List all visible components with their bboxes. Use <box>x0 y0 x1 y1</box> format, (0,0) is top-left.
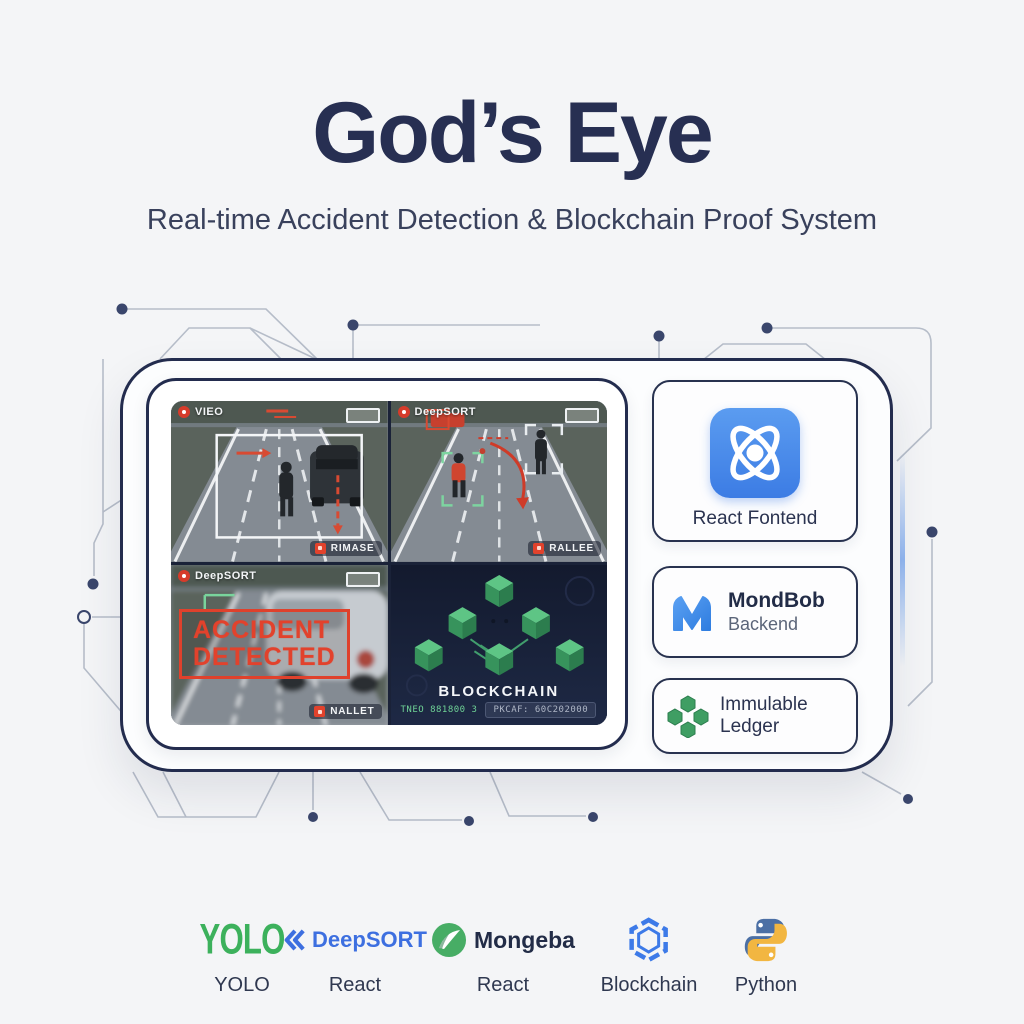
backend-subtitle: Backend <box>728 614 799 635</box>
green-cube <box>484 642 513 675</box>
tech-caption: React <box>476 974 530 996</box>
detection-zone-box <box>215 433 363 539</box>
camera-badge-icon <box>314 542 326 554</box>
feed-header: VIEO <box>178 406 223 418</box>
battery-icon <box>565 408 599 423</box>
green-cube <box>555 638 584 671</box>
feed-header: DeepSORT <box>397 406 476 418</box>
hexagon-cluster-icon <box>667 695 709 738</box>
tech-caption: Blockchain <box>600 974 698 996</box>
proof-hash-label: PKCAF: 60C202000 <box>485 702 597 718</box>
feed-label: DeepSORT <box>195 569 257 582</box>
record-dot-icon <box>397 406 410 418</box>
video-feed-top-right[interactable]: DeepSORT RALLEE <box>390 401 607 562</box>
ledger-card-label: Immulable Ledger <box>720 694 808 737</box>
tech-item-blockchain: Blockchain <box>600 916 698 997</box>
feed-badge: RALLEE <box>528 540 601 556</box>
red-tracking-marks <box>236 409 343 535</box>
blockchain-panel[interactable]: BLOCKCHAIN TNEO 881800 3 PKCAF: 60C20200… <box>390 564 607 725</box>
tech-caption: React <box>328 974 382 996</box>
backend-title: MondBob <box>728 589 825 613</box>
mongeba-leaf-icon <box>432 923 467 957</box>
blockchain-footer: TNEO 881800 3 PKCAF: 60C202000 <box>401 702 600 718</box>
card-immutable-ledger[interactable]: Immulable Ledger <box>652 678 858 754</box>
pedestrian-dark <box>534 429 547 475</box>
card-backend[interactable]: MondBob Backend <box>652 566 858 658</box>
tech-caption: Python <box>734 974 798 996</box>
battery-icon <box>345 408 380 423</box>
react-atom-icon <box>710 408 800 498</box>
feed-badge: NALLET <box>309 704 382 719</box>
react-card-label: React Fontend <box>692 508 818 529</box>
yolo-logo: YOLO <box>199 915 285 963</box>
tech-item-mongeba: Mongeba React <box>431 916 575 997</box>
blockchain-title: BLOCKCHAIN <box>438 682 560 700</box>
battery-icon <box>345 571 380 587</box>
record-dot-icon <box>178 569 190 582</box>
backend-card-text: MondBob Backend <box>728 588 825 636</box>
mongeba-logo: Mongeba <box>474 926 575 953</box>
page-subtitle: Real-time Accident Detection & Blockchai… <box>146 204 878 236</box>
red-trajectory <box>477 437 529 510</box>
white-corner-brackets <box>524 423 563 475</box>
deepsort-icon <box>284 929 305 951</box>
camera-badge-icon <box>533 542 545 554</box>
video-feed-top-left[interactable]: VIEO RIMASE <box>171 401 388 562</box>
feed-label: VIEO <box>195 406 224 418</box>
pedestrian-silhouette <box>279 461 294 517</box>
camera-badge-icon <box>314 706 326 717</box>
mondbob-m-icon <box>673 596 711 631</box>
record-dot-icon <box>178 406 190 418</box>
green-cube <box>448 606 476 639</box>
video-grid: VIEO RIMASE <box>171 401 607 725</box>
accident-alert-line2: DETECTED <box>193 642 336 671</box>
road-scene <box>171 401 388 562</box>
feed-header: DeepSORT <box>178 569 257 582</box>
tech-item-python: Python <box>735 916 797 997</box>
accident-alert: ACCIDENT DETECTED <box>179 608 350 679</box>
deepsort-logo: DeepSORT <box>312 927 427 952</box>
card-react-frontend[interactable]: React Fontend <box>652 380 858 542</box>
red-truck <box>425 409 464 431</box>
feed-badge-label: RALLEE <box>549 542 594 554</box>
road-scene <box>390 401 607 562</box>
pedestrian-red <box>451 453 465 498</box>
crashed-van <box>266 590 388 693</box>
green-cube <box>484 574 513 607</box>
blockchain-cubes-graphic <box>390 564 607 725</box>
tech-item-yolo: YOLO YOLO <box>190 916 294 997</box>
green-bracket <box>203 593 235 609</box>
tech-caption: YOLO <box>214 974 270 996</box>
feed-label: DeepSORT <box>414 406 476 418</box>
road-scene-blurred <box>171 564 388 725</box>
tech-item-deepsort: DeepSORT React <box>283 916 427 997</box>
feed-badge-label: NALLET <box>330 706 375 717</box>
feed-badge-label: RIMASE <box>330 542 375 554</box>
video-feed-bottom-left[interactable]: DeepSORT ACCIDENT DETECTED NALLET <box>171 564 388 725</box>
page-title: God’s Eye <box>312 85 713 181</box>
monitoring-screen: VIEO RIMASE <box>146 378 628 750</box>
tx-id-label: TNEO 881800 3 <box>400 705 478 715</box>
accident-alert-line1: ACCIDENT <box>193 615 331 644</box>
blockchain-hexagon-icon <box>629 917 669 963</box>
feed-badge: RIMASE <box>309 540 382 556</box>
python-icon <box>744 918 788 962</box>
